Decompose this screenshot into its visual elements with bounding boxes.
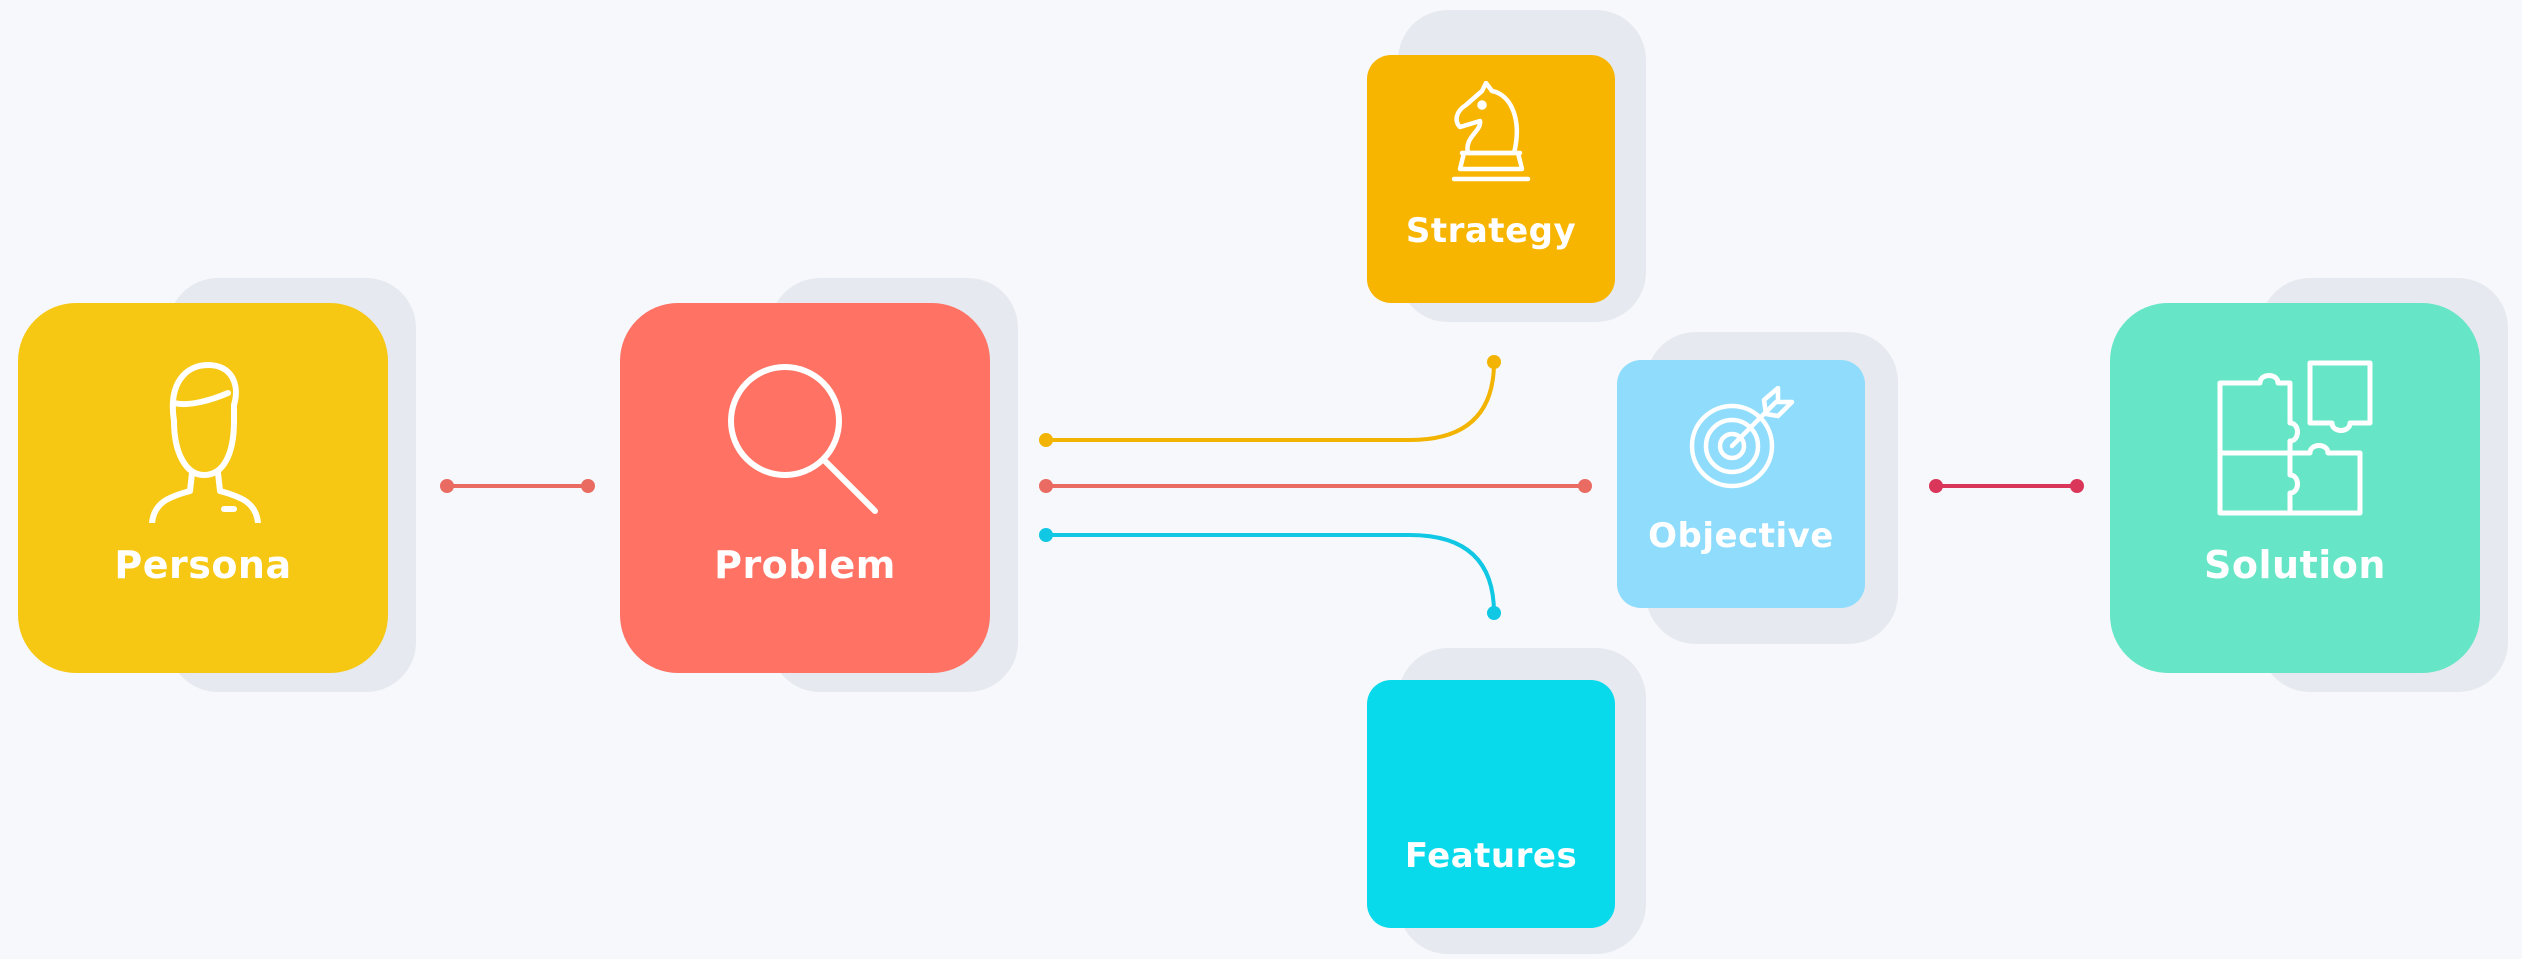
strategy-node[interactable]: Strategy <box>1367 55 1615 303</box>
solution-label: Solution <box>2204 543 2386 587</box>
features-node[interactable]: Features <box>1367 680 1615 928</box>
magnifier-icon <box>728 364 878 514</box>
connector-objective-solution <box>1929 479 2084 493</box>
persona-label: Persona <box>114 543 292 587</box>
target-arrow-icon <box>1689 386 1795 489</box>
problem-label: Problem <box>714 543 896 587</box>
chess-knight-icon <box>1451 81 1531 182</box>
persona-node[interactable]: Persona <box>18 303 388 673</box>
connector-problem-strategy <box>1039 355 1501 447</box>
connector-problem-features <box>1039 528 1501 620</box>
problem-node[interactable]: Problem <box>620 303 990 673</box>
solution-node[interactable]: Solution <box>2110 303 2480 673</box>
connector-persona-problem <box>440 479 595 493</box>
features-label: Features <box>1404 836 1578 876</box>
puzzle-icon <box>2217 360 2373 516</box>
objective-label: Objective <box>1648 516 1834 556</box>
objective-node[interactable]: Objective <box>1617 360 1865 608</box>
person-icon <box>149 362 261 523</box>
strategy-label: Strategy <box>1405 211 1577 251</box>
connector-problem-objective <box>1039 479 1592 493</box>
